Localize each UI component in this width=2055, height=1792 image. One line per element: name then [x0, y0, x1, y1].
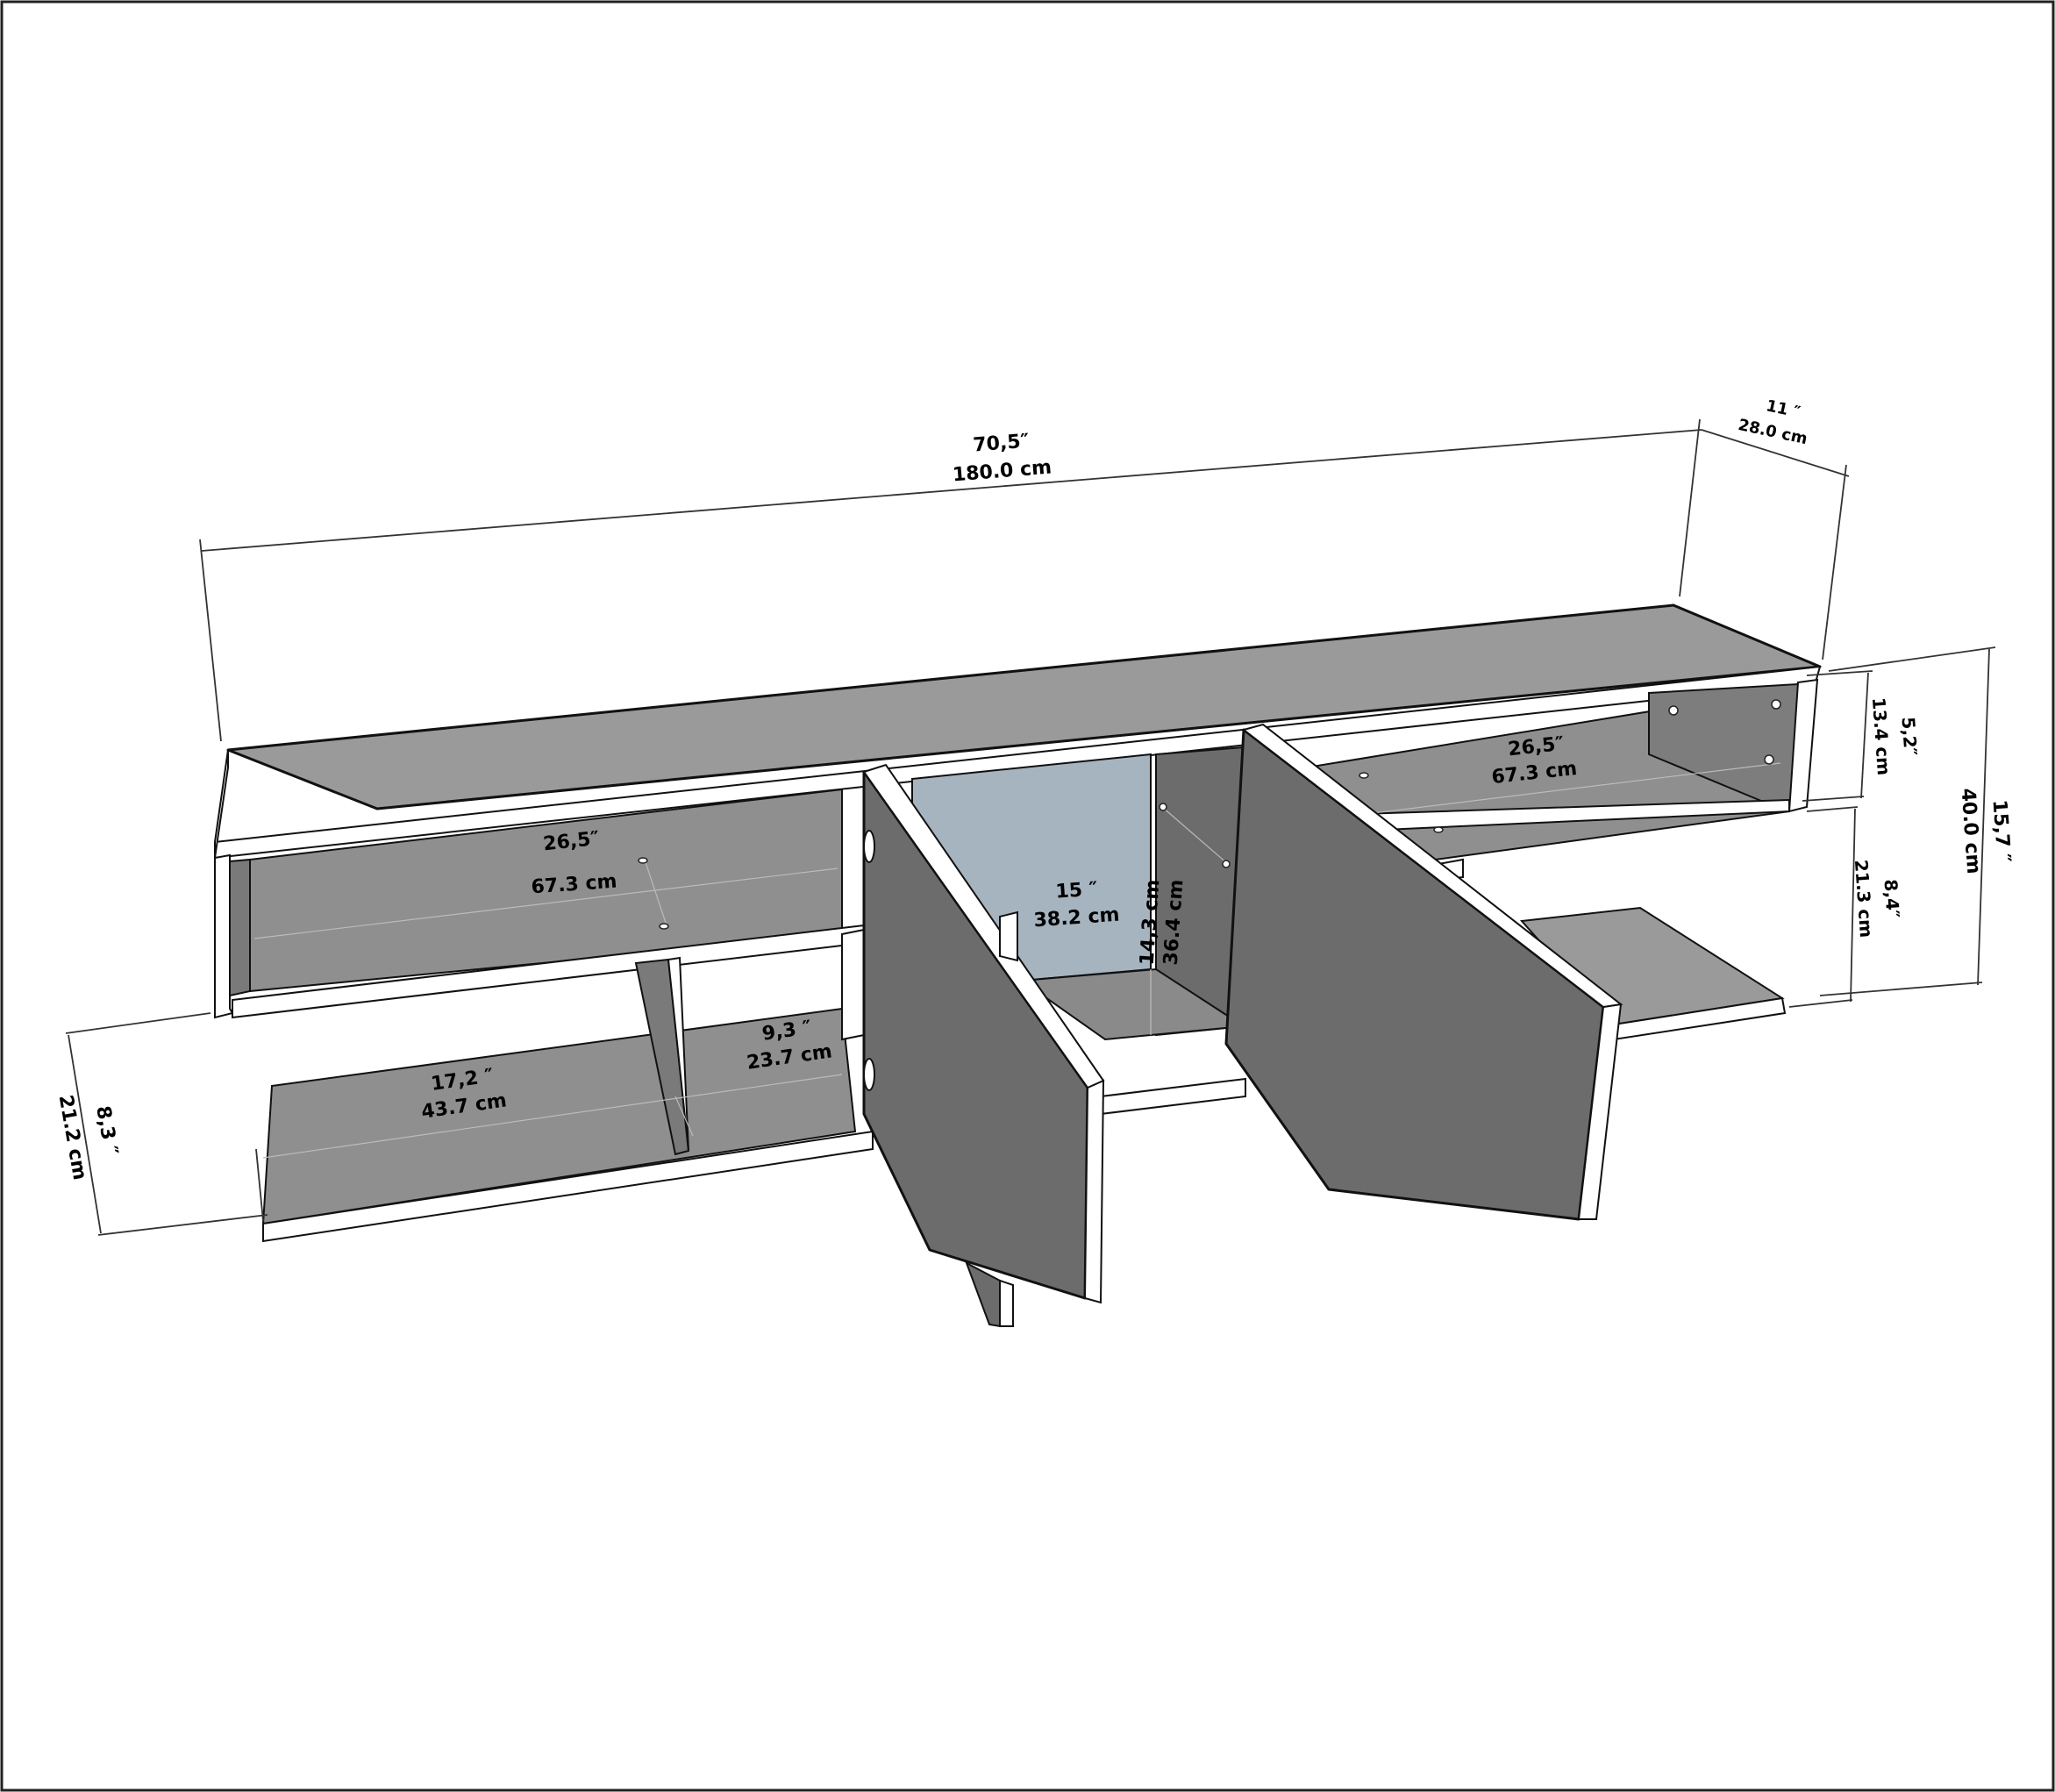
- lower-left-divider-edge: [667, 956, 689, 1152]
- center-width-inch-label: 15 ″: [1055, 878, 1099, 903]
- dimension-lines: [65, 418, 1996, 1236]
- upper-left-inner-side: [229, 858, 251, 997]
- left-door-edge-front: [1083, 1079, 1105, 1304]
- left-door-edge-top: [862, 763, 1105, 1089]
- top-panel-edge-left: [214, 749, 229, 859]
- tv-unit-drawing: [214, 603, 1822, 1328]
- width-inch-label: 70,5″: [973, 430, 1031, 456]
- total-height-inch-label: 15,7 ″: [1988, 799, 2015, 864]
- left-door-leg-edge: [999, 1279, 1014, 1327]
- door-hinge-top: [863, 830, 875, 863]
- top-right-height-inch-label: 5,2″: [1897, 717, 1921, 757]
- right-lower-height-inch-label: 8,4″: [1880, 879, 1903, 919]
- upper-left-left-wall: [214, 853, 234, 1019]
- right-door-edge-top: [1241, 723, 1623, 1009]
- center-inner-step: [999, 910, 1018, 962]
- lower-left-shelf-edge: [262, 1130, 874, 1243]
- upper-right-right-wall: [1787, 678, 1819, 813]
- door-hinge-bottom: [863, 1058, 875, 1091]
- lower-left-back-wall: [841, 928, 865, 1041]
